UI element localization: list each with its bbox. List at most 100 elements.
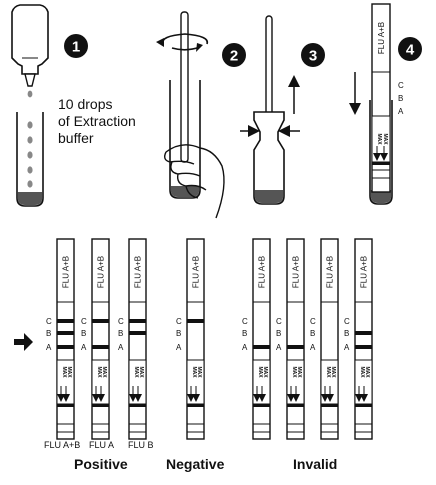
sample-line (129, 404, 146, 407)
result-line-a (92, 345, 109, 349)
result-line-b (57, 331, 74, 335)
caption-flu-b: FLU B (128, 440, 154, 450)
sample-line (253, 404, 270, 407)
max-label: MAX (291, 366, 297, 378)
line-letter-c: C (176, 317, 182, 326)
caption-flu-a: FLU A (89, 440, 115, 450)
line-letter-c: C (344, 317, 350, 326)
step-4-illustration: FLU A+B MAX MAX C B A (349, 3, 404, 205)
line-letter-b: B (344, 329, 349, 338)
squeezed-tube (253, 111, 285, 205)
swab-stick-3 (265, 15, 273, 127)
result-line-b (355, 331, 372, 335)
sample-line (92, 404, 109, 407)
result-line-c (92, 319, 109, 323)
dropper-tip (24, 73, 36, 87)
strip-label: FLU A+B (360, 256, 369, 288)
max-label: MAX (296, 366, 302, 378)
max-label: MAX (257, 366, 263, 378)
dropper-bottle (11, 4, 49, 75)
strip-label: FLU A+B (97, 256, 106, 288)
strip-label: FLU A+B (258, 256, 267, 288)
result-line-c (129, 319, 146, 323)
step-4-tube (369, 100, 393, 205)
max-label: MAX (191, 366, 197, 378)
step-4-strip-label: FLU A+B (377, 22, 386, 54)
sample-line (321, 404, 338, 407)
line-letter-c: C (276, 317, 282, 326)
line-letter-b: B (118, 329, 123, 338)
step-2-illustration (156, 11, 225, 219)
max-label: MAX (364, 366, 370, 378)
step-4-number: 4 (406, 42, 415, 59)
max-label: MAX (133, 366, 139, 378)
result-line-a (287, 345, 304, 349)
max-label: MAX (66, 366, 72, 378)
positive-label: Positive (74, 456, 128, 472)
step-1-line-3: buffer (58, 130, 94, 146)
line-letter-a: A (46, 343, 52, 352)
step-3-number: 3 (309, 48, 317, 65)
line-letter-b: B (46, 329, 51, 338)
sample-line (287, 404, 304, 407)
max-label: MAX (359, 366, 365, 378)
step-4-letter-c: C (398, 81, 404, 90)
line-letter-b: B (310, 329, 315, 338)
strip-label: FLU A+B (192, 256, 201, 288)
step-4-max-right: MAX (382, 133, 388, 145)
max-label: MAX (101, 366, 107, 378)
line-letter-a: A (176, 343, 182, 352)
tube-sample (17, 192, 43, 205)
step-4-max-left: MAX (376, 133, 382, 145)
step-1-illustration (11, 4, 49, 207)
result-line-c (57, 319, 74, 323)
falling-drop (27, 90, 33, 98)
line-letter-b: B (176, 329, 181, 338)
sample-line (187, 404, 204, 407)
line-letter-c: C (310, 317, 316, 326)
step-1-instruction: 10 drops of Extraction buffer (58, 96, 136, 147)
line-letter-a: A (344, 343, 350, 352)
line-letter-c: C (242, 317, 248, 326)
max-label: MAX (196, 366, 202, 378)
step-2-tube (169, 80, 201, 199)
max-label: MAX (325, 366, 331, 378)
line-letter-c: C (118, 317, 124, 326)
result-line-a (57, 345, 74, 349)
line-letter-c: C (46, 317, 52, 326)
result-line-c (187, 319, 204, 323)
sample-line (57, 404, 74, 407)
negative-label: Negative (166, 456, 225, 472)
invalid-label: Invalid (293, 456, 338, 472)
max-label: MAX (330, 366, 336, 378)
strip-label: FLU A+B (326, 256, 335, 288)
max-label: MAX (138, 366, 144, 378)
results-pointer-arrow (14, 333, 33, 351)
step-1-number: 1 (72, 39, 80, 56)
line-letter-a: A (81, 343, 87, 352)
sample-line (355, 404, 372, 407)
step-3-illustration (240, 15, 300, 205)
hand (163, 144, 225, 219)
result-line-a (355, 345, 372, 349)
max-label: MAX (262, 366, 268, 378)
caption-flu-ab: FLU A+B (44, 440, 81, 450)
line-letter-a: A (242, 343, 248, 352)
step-4-number-badge: 4 (398, 37, 422, 61)
step-4-letter-b: B (398, 94, 403, 103)
step-3-number-badge: 3 (301, 43, 325, 67)
line-letter-c: C (81, 317, 87, 326)
strip-label: FLU A+B (134, 256, 143, 288)
line-letter-b: B (242, 329, 247, 338)
line-letter-a: A (310, 343, 316, 352)
